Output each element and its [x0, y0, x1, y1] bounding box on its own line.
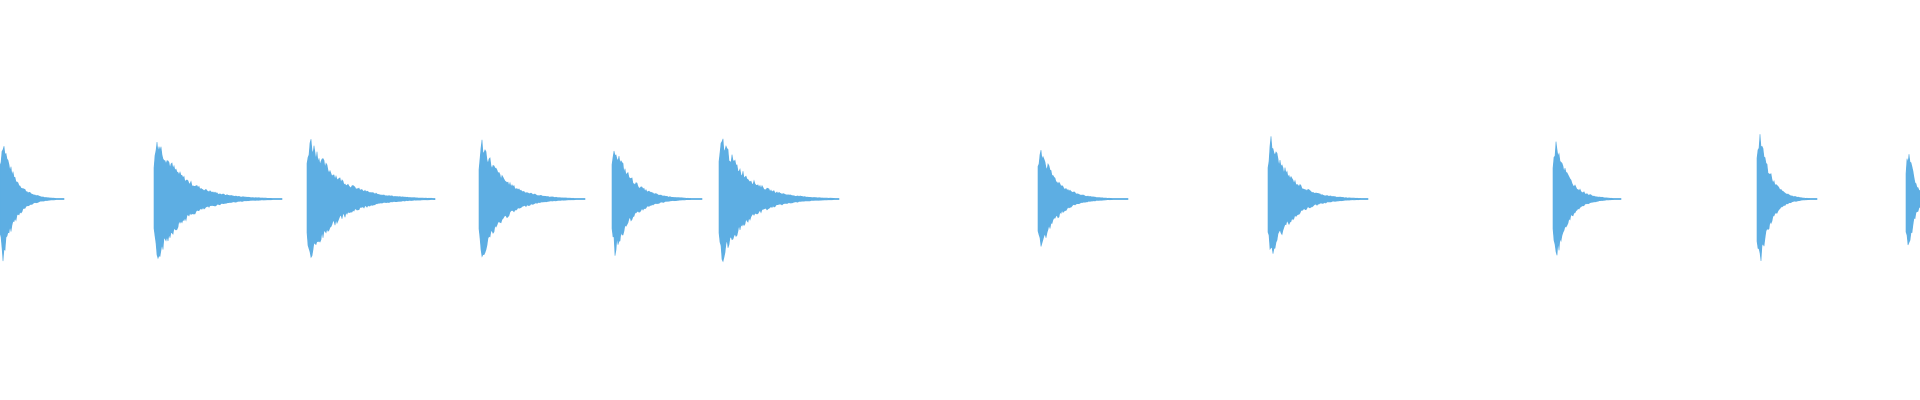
waveform-transient-8 [1267, 136, 1369, 254]
waveform-transient-10 [1756, 134, 1818, 262]
waveform-transient-6 [718, 138, 840, 263]
waveform-transient-9 [1552, 141, 1622, 256]
waveform-transient-3 [306, 139, 436, 259]
waveform-transient-1 [0, 146, 65, 262]
waveform-transient-11 [1905, 154, 1920, 246]
waveform-transient-7 [1037, 150, 1129, 247]
waveform-transient-2 [153, 141, 283, 260]
waveform-transient-5 [611, 150, 703, 256]
waveform-transient-4 [478, 139, 586, 258]
